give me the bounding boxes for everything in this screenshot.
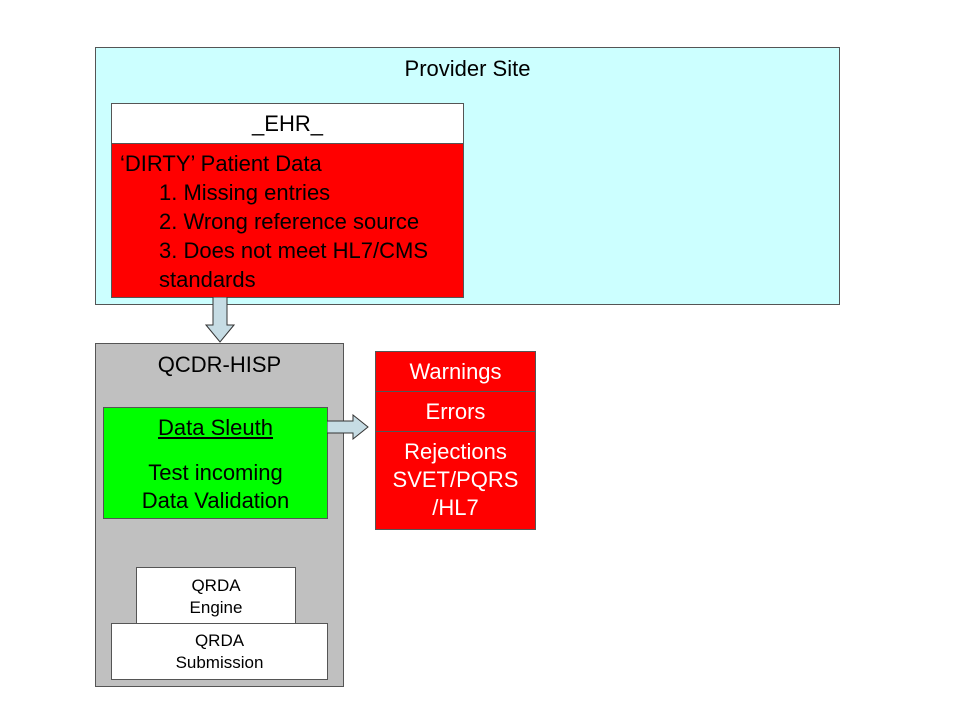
data-sleuth-title: Data Sleuth [158,415,273,440]
ehr-item-wrong-reference: 2. Wrong reference source [159,209,420,234]
ehr-body-title: ‘DIRTY’ Patient Data [120,151,322,176]
qrda-engine-line2: Engine [189,598,243,617]
ehr-item-hl7-standards: 3. Does not meet HL7/CMS [159,238,429,263]
qrda-submission-box: QRDA Submission [111,623,328,680]
errors-box: Errors [375,391,536,432]
data-sleuth-desc-line1: Test incoming [148,460,283,485]
ehr-item-continuation: standards [159,267,256,292]
ehr-header: _EHR_ [111,103,464,144]
provider-site-title: Provider Site [404,56,531,81]
data-sleuth-desc-line2: Data Validation [141,488,290,513]
qrda-engine-line1: QRDA [191,576,241,595]
qrda-submission-line1: QRDA [194,631,245,650]
warnings-box: Warnings [375,351,536,392]
ehr-dirty-data-box: ‘DIRTY’ Patient Data 1. Missing entries … [111,143,464,298]
rejections-line1: Rejections [404,439,507,464]
rejections-box: Rejections SVET/PQRS /HL7 [375,431,536,530]
rejections-line3: /HL7 [432,495,479,520]
qcdr-hisp-title: QCDR-HISP [157,352,282,377]
data-sleuth-description: Test incoming Data Validation [104,459,327,515]
data-sleuth-box: Data Sleuth Test incoming Data Validatio… [103,407,328,519]
right-arrow-icon [327,414,369,440]
rejections-line2: SVET/PQRS [392,467,519,492]
down-arrow-icon [205,297,235,343]
qrda-submission-line2: Submission [175,653,264,672]
ehr-item-missing-entries: 1. Missing entries [159,180,331,205]
qrda-engine-box: QRDA Engine [136,567,296,625]
